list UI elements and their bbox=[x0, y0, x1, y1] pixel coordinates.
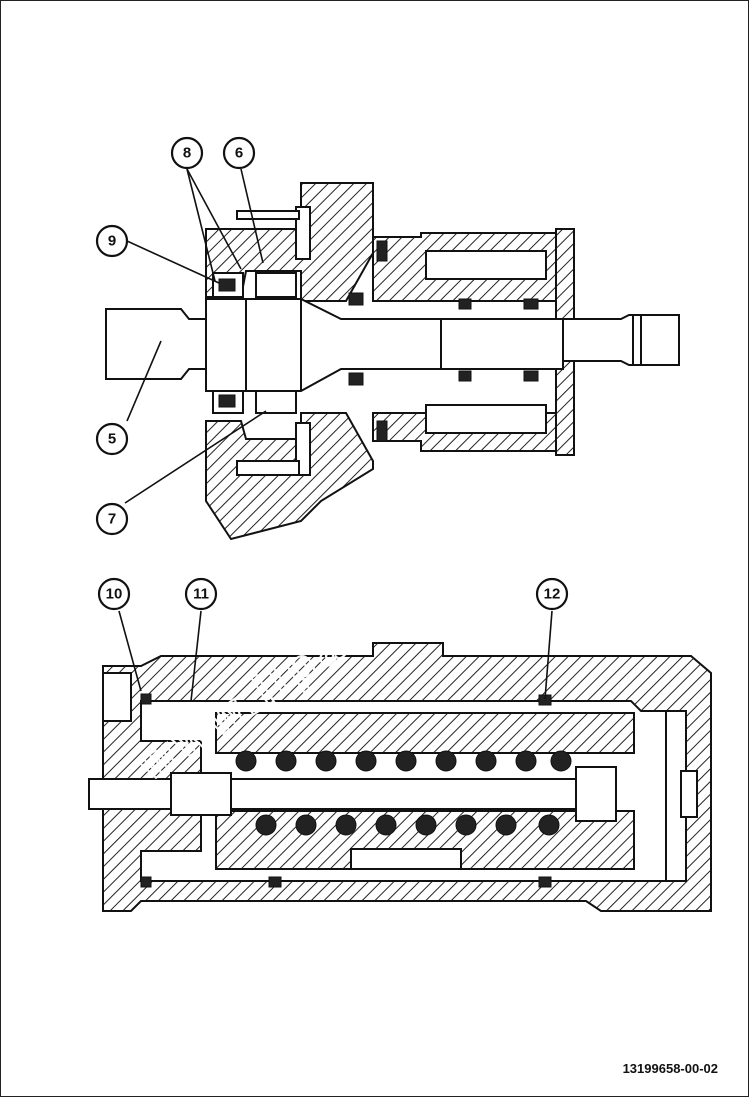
shaft-assembly-view bbox=[105, 182, 680, 541]
spring-coils bbox=[235, 750, 572, 836]
svg-text:8: 8 bbox=[183, 145, 191, 162]
callout-12: 12 bbox=[535, 577, 569, 611]
valve-spring-section-view bbox=[88, 642, 712, 912]
svg-text:12: 12 bbox=[544, 586, 561, 603]
callout-11: 11 bbox=[184, 577, 218, 611]
leader-lines bbox=[118, 168, 553, 702]
callout-9: 9 bbox=[95, 224, 129, 258]
callout-7: 7 bbox=[95, 502, 129, 536]
drawing-number: 13199658-00-02 bbox=[622, 1061, 718, 1076]
svg-text:10: 10 bbox=[106, 586, 123, 603]
callout-10: 10 bbox=[97, 577, 131, 611]
svg-text:6: 6 bbox=[235, 145, 243, 162]
svg-text:5: 5 bbox=[108, 431, 116, 448]
callout-6: 6 bbox=[222, 136, 256, 170]
svg-text:11: 11 bbox=[193, 586, 209, 603]
callout-5: 5 bbox=[95, 422, 129, 456]
svg-text:9: 9 bbox=[108, 233, 116, 250]
callout-8: 8 bbox=[170, 136, 204, 170]
svg-text:7: 7 bbox=[108, 511, 116, 528]
